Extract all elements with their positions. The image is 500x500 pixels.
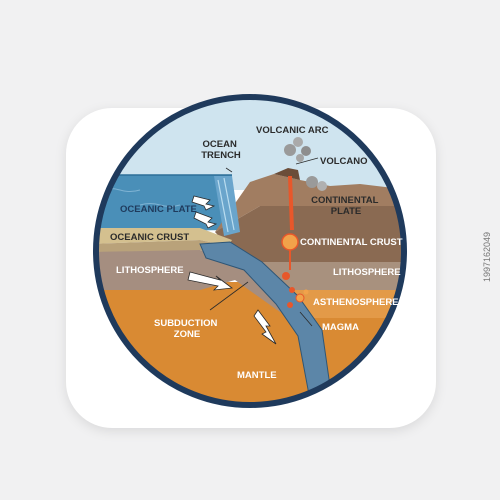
continental-crust [215, 206, 404, 262]
circular-frame [93, 94, 407, 408]
label-ocean-trench: OCEAN TRENCH [201, 139, 241, 161]
label-lithosphere-left: LITHOSPHERE [116, 265, 184, 276]
label-lithosphere-right: LITHOSPHERE [333, 267, 401, 278]
magma-chamber [281, 233, 299, 251]
asthenosphere-band [290, 290, 404, 318]
motion-arrows [187, 195, 277, 345]
label-continental-plate: CONTINENTAL PLATE [311, 195, 381, 217]
label-asthenosphere: ASTHENOSPHERE [313, 297, 399, 308]
label-magma: MAGMA [322, 322, 359, 333]
label-volcano: VOLCANO [320, 156, 368, 167]
magma-conduit [288, 176, 294, 230]
label-oceanic-crust: OCEANIC CRUST [110, 232, 189, 243]
label-mantle: MANTLE [237, 370, 277, 381]
label-volcanic-arc: VOLCANIC ARC [256, 125, 329, 136]
volcano-smoke [284, 137, 327, 191]
label-subduction-zone: SUBDUCTION ZONE [154, 318, 220, 340]
oceanic-crust [96, 228, 232, 246]
stock-image-id: 1997162049 [482, 231, 492, 282]
label-continental-crust: CONTINENTAL CRUST [300, 237, 403, 248]
label-oceanic-plate: OCEANIC PLATE [120, 204, 197, 215]
continental-plate [215, 174, 404, 232]
